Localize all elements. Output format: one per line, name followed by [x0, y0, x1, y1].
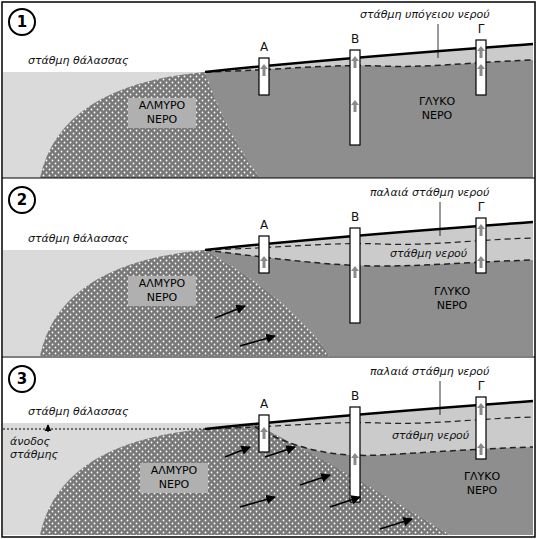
fresh-water-label: ΓΛΥΚΟ ΝΕΡΟ [450, 470, 514, 498]
sea-level-label: στάθμη θάλασσας [28, 405, 128, 418]
panel-number: 1 [17, 13, 27, 31]
water-table-label: στάθμη νερού [392, 429, 469, 442]
well-letter: Β [350, 389, 360, 403]
sea-rise-label: άνοδος στάθμης [10, 435, 72, 461]
fresh-water-label: ΓΛΥΚΟ ΝΕΡΟ [405, 95, 469, 123]
panel-three [3, 381, 533, 535]
well-letter: Α [259, 40, 269, 54]
panel-one [3, 24, 533, 178]
water-table-label: στάθμη νερού [390, 247, 467, 260]
panel-number-circle: 2 [8, 186, 36, 214]
well-letter: Γ [476, 379, 486, 393]
panel-number: 3 [17, 370, 27, 388]
old-water-table-label: παλαιά στάθμη νερού [370, 365, 489, 378]
sea-level-label: στάθμη θάλασσας [28, 232, 128, 245]
well-letter: Α [259, 397, 269, 411]
well-letter: Γ [476, 22, 486, 36]
well-letter: Β [350, 210, 360, 224]
water-table-label: στάθμη υπόγειου νερού [360, 8, 490, 21]
salt-water-label: ΑΛΜΥΡΟ ΝΕΡΟ [128, 98, 196, 128]
well-letter: Γ [476, 200, 486, 214]
panel-two [3, 202, 533, 356]
sea-level-label: στάθμη θάλασσας [28, 54, 128, 67]
panel-number-circle: 1 [8, 8, 36, 36]
panel-number-circle: 3 [8, 365, 36, 393]
old-water-table-label: παλαιά στάθμη νερού [370, 186, 489, 199]
panel-number: 2 [17, 191, 27, 209]
salt-water-label: ΑΛΜΥΡΟ ΝΕΡΟ [128, 276, 196, 306]
fresh-water-label: ΓΛΥΚΟ ΝΕΡΟ [420, 285, 484, 313]
well-letter: Α [259, 218, 269, 232]
well-letter: Β [350, 32, 360, 46]
salt-water-label: ΑΛΜΥΡΟ ΝΕΡΟ [140, 463, 208, 493]
